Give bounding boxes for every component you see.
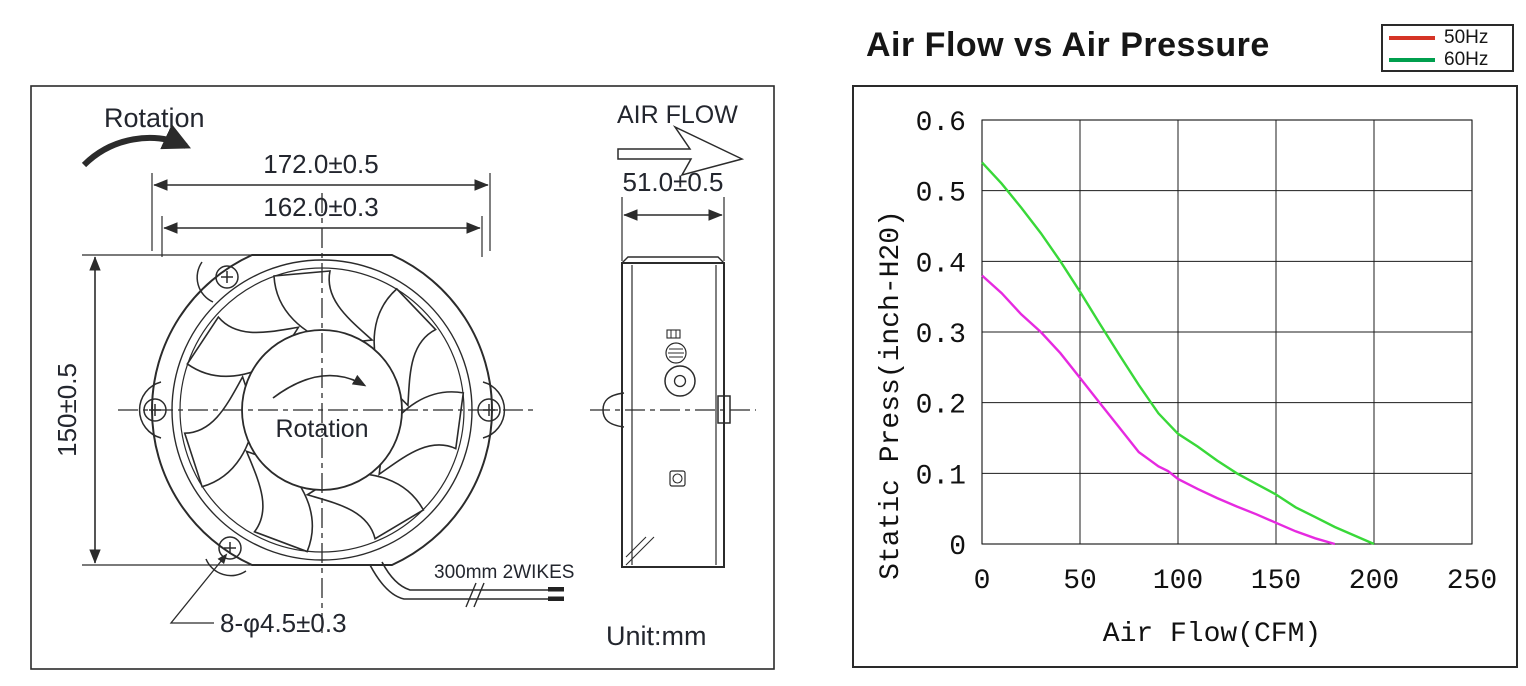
legend-swatch-60hz-icon [1389, 58, 1435, 62]
x-tick-label: 50 [1063, 566, 1097, 597]
x-axis-title: Air Flow(CFM) [1103, 619, 1321, 650]
fan-side-view [590, 256, 756, 568]
curve-60Hz [981, 161, 1375, 546]
x-tick-label: 100 [1153, 566, 1203, 597]
hub-rotation-arrow-icon [272, 374, 367, 399]
fan-dimension-drawing: Rotation 172.0±0.5 162.0±0.3 150±0.5 [30, 85, 775, 670]
air-flow-label: AIR FLOW [617, 101, 738, 129]
legend-label-50hz: 50Hz [1444, 27, 1489, 48]
curve-50Hz [981, 274, 1336, 546]
rotation-top-label: Rotation [104, 103, 205, 133]
x-tick-label: 250 [1447, 566, 1497, 597]
chart-legend: 50Hz 60Hz [1381, 24, 1514, 72]
legend-swatch-50hz-icon [1389, 36, 1435, 40]
y-tick-label: 0.3 [916, 320, 966, 351]
x-tick-label: 150 [1251, 566, 1301, 597]
dim-depth-label: 51.0±0.5 [622, 167, 723, 197]
unit-label: Unit:mm [606, 621, 707, 651]
holes-leader-line [169, 553, 228, 624]
y-tick-label: 0.4 [916, 249, 966, 280]
y-axis-title: Static Press(inch-H20) [876, 210, 907, 580]
y-tick-label: 0 [949, 532, 966, 563]
dim-outer-width-label: 172.0±0.5 [263, 149, 378, 179]
chart-border [852, 85, 1518, 668]
y-tick-label: 0.6 [916, 108, 966, 139]
screw-holes [138, 261, 506, 577]
legend-item-50hz: 50Hz [1389, 27, 1506, 49]
lead-wires [369, 561, 564, 608]
dim-inner-width-label: 162.0±0.3 [263, 192, 378, 222]
y-tick-label: 0.2 [916, 391, 966, 422]
fan-housing-outline [150, 254, 494, 566]
legend-label-60hz: 60Hz [1444, 49, 1489, 70]
rotation-direction-arrow-icon [81, 124, 191, 168]
holes-callout-label: 8-φ4.5±0.3 [220, 608, 347, 638]
airflow-pressure-chart: Static Press(inch-H20) Air Flow(CFM) 0 50… [852, 85, 1518, 668]
drawing-border [30, 85, 775, 670]
chart-title: Air Flow vs Air Pressure [866, 26, 1270, 64]
fan-front-view: Rotation [118, 193, 535, 633]
legend-item-60hz: 60Hz [1389, 49, 1506, 71]
x-tick-label: 200 [1349, 566, 1399, 597]
wire-label: 300mm 2WIKES [434, 562, 574, 583]
x-tick-label: 0 [974, 566, 991, 597]
hub-rotation-label: Rotation [275, 415, 368, 443]
dim-height-label: 150±0.5 [52, 363, 82, 457]
y-tick-label: 0.1 [916, 461, 966, 492]
air-flow-arrow-icon [617, 125, 745, 177]
y-tick-label: 0.5 [916, 179, 966, 210]
